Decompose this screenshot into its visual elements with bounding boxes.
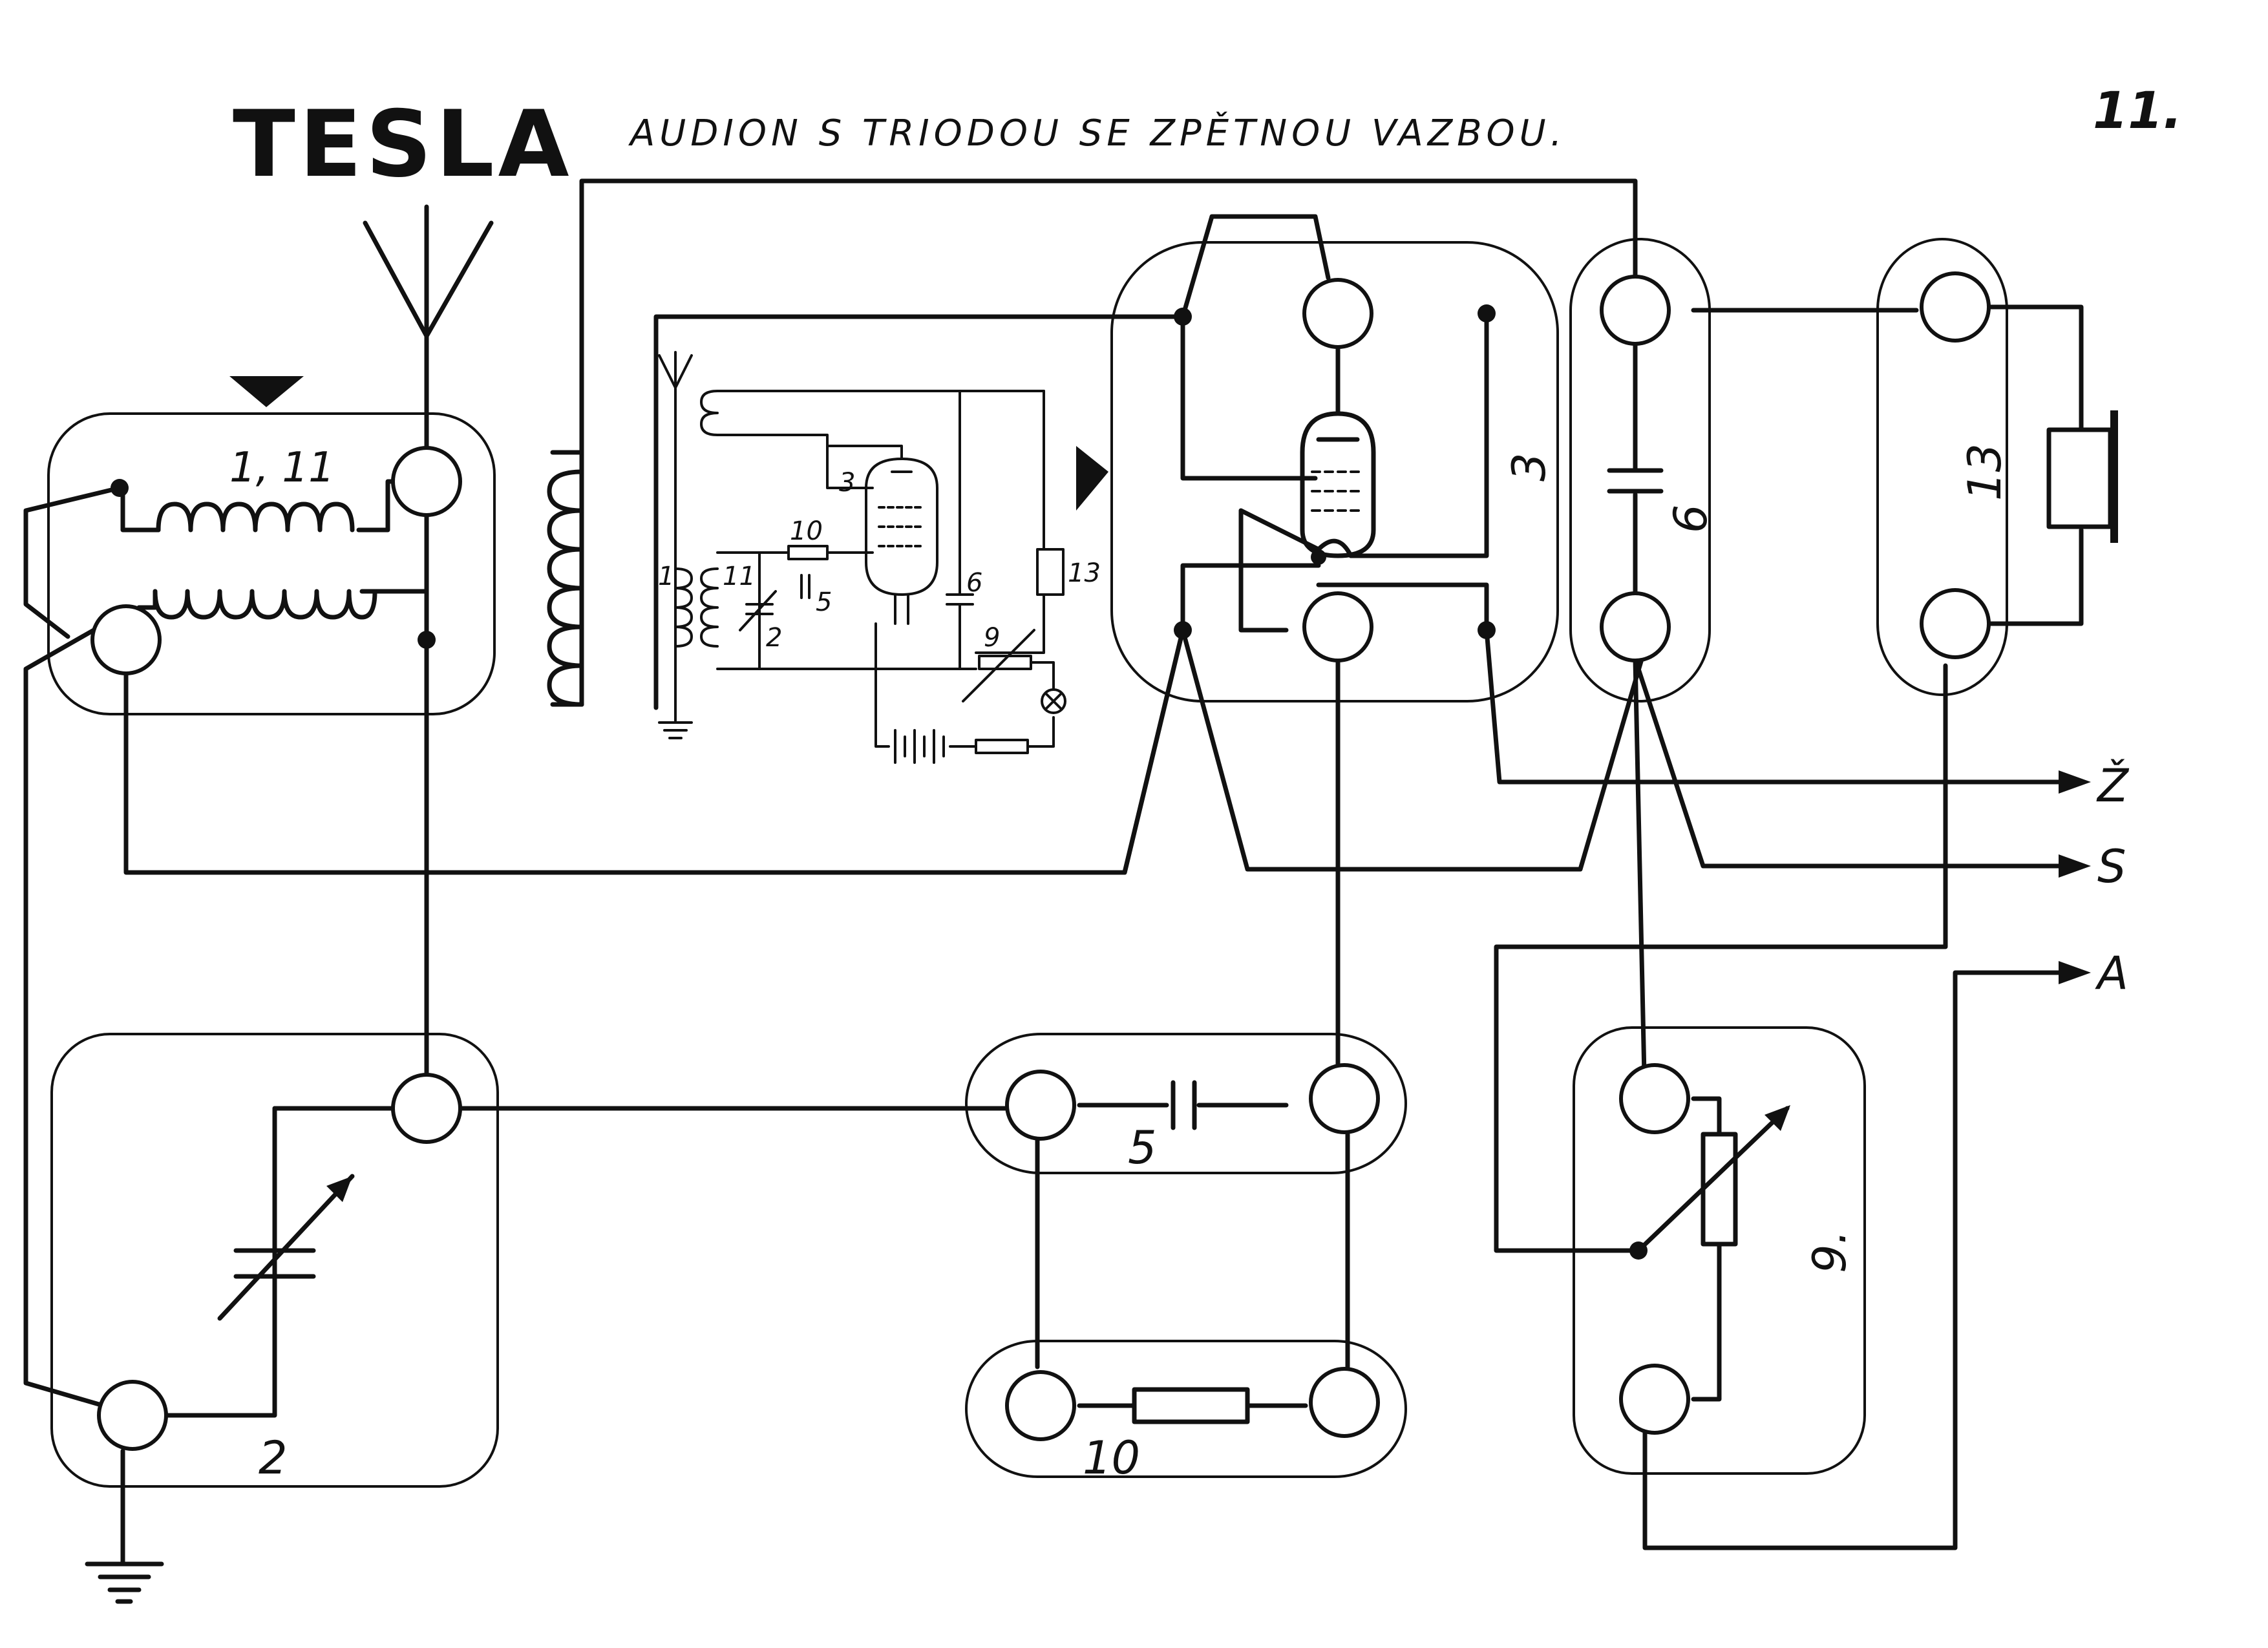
socket-coil-tr	[391, 446, 462, 517]
socket-vc-top	[391, 1073, 462, 1144]
terminal-a-label: A	[2095, 947, 2128, 1000]
socket-tube-top	[1302, 278, 1373, 349]
terminal-z-label: Ž	[2096, 759, 2130, 812]
coil-1-icon	[156, 502, 355, 533]
earphone-plate	[2110, 410, 2118, 543]
inset-label-11: 11	[723, 562, 756, 591]
socket-cap6-top	[1600, 275, 1671, 346]
tube-block-outline	[1110, 241, 1559, 703]
symbols	[85, 376, 2118, 1604]
socket-tube-bottom	[1302, 591, 1373, 662]
block-outlines	[47, 238, 2008, 1488]
earphone-block-outline	[1876, 238, 2008, 696]
variable-capacitor-icon	[217, 1106, 355, 1321]
socket-ear-top	[1920, 271, 1991, 343]
socket-rh-bottom	[1619, 1364, 1690, 1435]
grid-capacitor-block-outline	[965, 1033, 1407, 1174]
capacitor-6-block-outline	[1569, 238, 1711, 703]
wiring	[23, 178, 2084, 1567]
sheet-number: 11.	[2093, 82, 2182, 140]
arrow-z-icon	[2059, 770, 2091, 794]
label-coil-block: 1, 11	[229, 444, 335, 492]
marker-triangle-icon	[229, 376, 304, 407]
socket-gr-right	[1309, 1367, 1380, 1438]
socket-gc-left	[1005, 1070, 1076, 1141]
coil-11-icon	[153, 589, 377, 620]
socket-coil-l	[90, 604, 162, 675]
arrow-s-icon	[2059, 854, 2091, 878]
sockets	[90, 271, 1991, 1451]
inset-schematic	[658, 351, 1108, 764]
inset-labels: 1 11 2 3 5 6 9 10 13	[658, 468, 1101, 653]
inset-label-10: 10	[790, 516, 823, 546]
junctions	[111, 304, 1648, 1260]
grid-resistor-block-outline	[965, 1340, 1407, 1478]
coil-block-outline	[47, 412, 496, 715]
label-rheostat-block: 9.	[1803, 1230, 1856, 1273]
inset-label-3: 3	[839, 468, 855, 498]
inset-label-5: 5	[816, 587, 832, 617]
variable-capacitor-block-outline	[50, 1033, 499, 1488]
inset-label-6: 6	[966, 568, 982, 598]
earphone-icon	[2046, 427, 2113, 529]
inset-label-2: 2	[766, 623, 782, 653]
inset-label-9: 9	[984, 623, 1000, 653]
inset-label-1: 1	[658, 562, 674, 591]
label-variable-capacitor-block: 2	[259, 1431, 288, 1484]
socket-ear-bottom	[1920, 588, 1991, 659]
label-capacitor-6-block: 6	[1664, 504, 1717, 533]
label-earphone-block: 13	[1958, 443, 2011, 501]
ground-icon	[85, 1561, 164, 1604]
socket-cap6-bottom	[1600, 591, 1671, 662]
label-grid-capacitor-block: 5	[1128, 1121, 1157, 1174]
brand-logo: TESLA	[233, 91, 573, 198]
socket-vc-bottom	[97, 1380, 168, 1451]
rheostat-icon	[1636, 1105, 1790, 1253]
triode-tube-icon	[1300, 411, 1376, 558]
label-grid-resistor-block: 10	[1083, 1431, 1140, 1484]
arrow-a-icon	[2059, 961, 2091, 984]
grid-resistor-icon	[1132, 1387, 1250, 1424]
diagram-title: AUDION S TRIODOU SE ZPĚTNOU VAZBOU.	[628, 112, 1566, 154]
label-tube-block: 3	[1503, 452, 1556, 481]
socket-gc-right	[1309, 1063, 1380, 1134]
socket-gr-left	[1005, 1370, 1076, 1441]
inset-label-13: 13	[1068, 558, 1101, 588]
terminal-s-label: S	[2097, 840, 2126, 893]
socket-rh-top	[1619, 1063, 1690, 1134]
reaction-coil-icon	[547, 469, 584, 707]
